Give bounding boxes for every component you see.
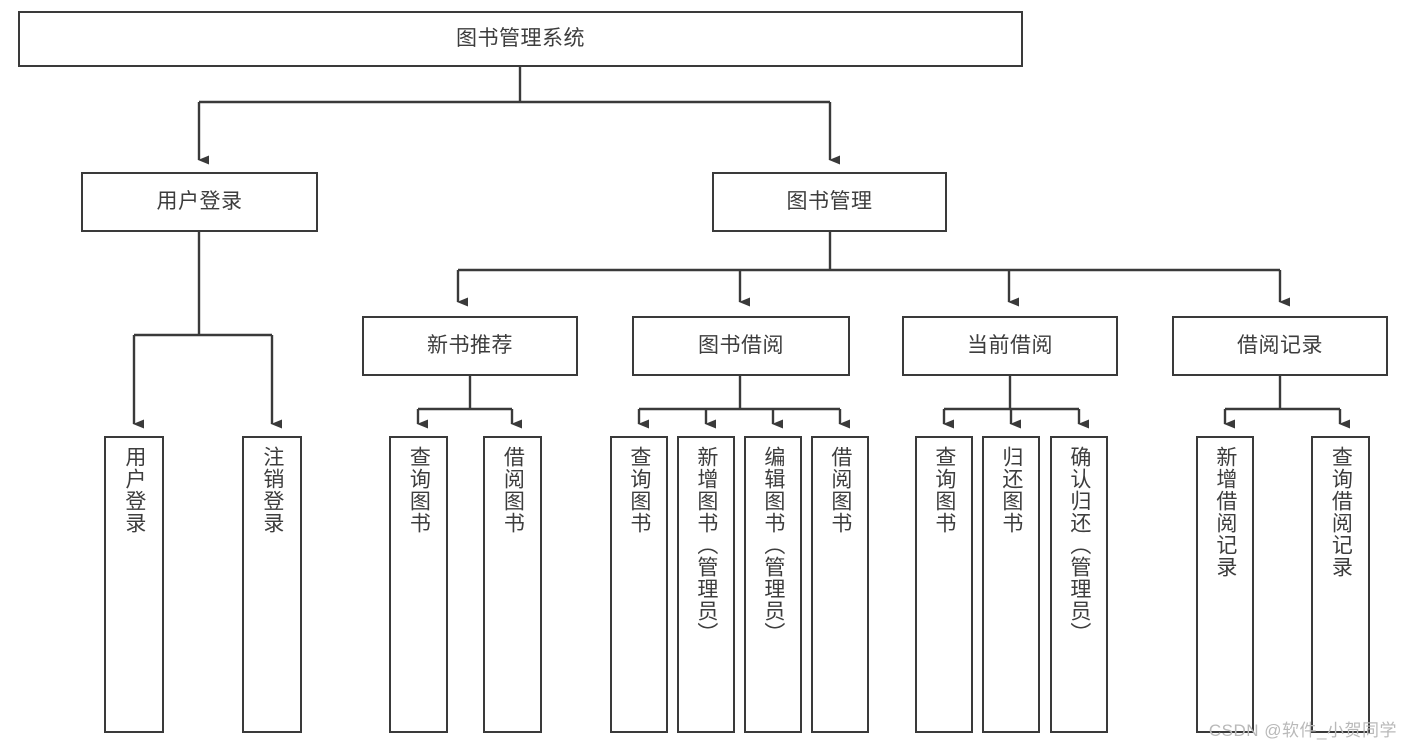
node-label: 查询图书: [627, 446, 651, 534]
node-label: 用户登录: [156, 189, 243, 213]
leaf-book-borrow-edit[interactable]: 编辑图书（管理员）: [744, 436, 802, 733]
node-label: 查询借阅记录: [1329, 446, 1353, 578]
leaf-book-borrow-borrow[interactable]: 借阅图书: [811, 436, 869, 733]
node-label: 借阅图书: [501, 446, 525, 534]
leaf-current-borrow-query[interactable]: 查询图书: [915, 436, 973, 733]
node-label: 图书管理系统: [456, 26, 585, 50]
node-new-book-recommend[interactable]: 新书推荐: [362, 316, 578, 376]
node-label: 归还图书: [999, 446, 1023, 534]
leaf-user-login-login[interactable]: 用户登录: [104, 436, 164, 733]
node-label: 新书推荐: [427, 333, 513, 357]
node-book-borrow[interactable]: 图书借阅: [632, 316, 850, 376]
leaf-current-borrow-return[interactable]: 归还图书: [982, 436, 1040, 733]
node-label: 编辑图书（管理员）: [761, 446, 785, 644]
node-label: 查询图书: [932, 446, 956, 534]
node-book-management[interactable]: 图书管理: [712, 172, 947, 232]
node-borrow-record[interactable]: 借阅记录: [1172, 316, 1388, 376]
leaf-book-borrow-add[interactable]: 新增图书（管理员）: [677, 436, 735, 733]
node-user-login[interactable]: 用户登录: [81, 172, 318, 232]
watermark-text: CSDN @软件_小贺同学: [1208, 721, 1397, 740]
node-label: 新增图书（管理员）: [694, 446, 718, 644]
leaf-new-book-borrow[interactable]: 借阅图书: [483, 436, 542, 733]
node-current-borrow[interactable]: 当前借阅: [902, 316, 1118, 376]
node-label: 图书借阅: [698, 333, 784, 357]
node-label: 确认归还（管理员）: [1067, 446, 1091, 644]
node-label: 用户登录: [122, 446, 146, 534]
leaf-new-book-query[interactable]: 查询图书: [389, 436, 448, 733]
leaf-book-borrow-query[interactable]: 查询图书: [610, 436, 668, 733]
leaf-user-login-logout[interactable]: 注销登录: [242, 436, 302, 733]
leaf-borrow-record-query[interactable]: 查询借阅记录: [1311, 436, 1370, 733]
node-label: 新增借阅记录: [1213, 446, 1237, 578]
leaf-borrow-record-add[interactable]: 新增借阅记录: [1196, 436, 1254, 733]
node-label: 借阅记录: [1237, 333, 1323, 357]
node-root-book-management-system[interactable]: 图书管理系统: [18, 11, 1023, 67]
node-label: 当前借阅: [967, 333, 1053, 357]
node-label: 借阅图书: [828, 446, 852, 534]
leaf-current-borrow-confirm-return[interactable]: 确认归还（管理员）: [1050, 436, 1108, 733]
node-label: 注销登录: [260, 446, 284, 534]
node-label: 图书管理: [786, 189, 873, 213]
node-label: 查询图书: [407, 446, 431, 534]
